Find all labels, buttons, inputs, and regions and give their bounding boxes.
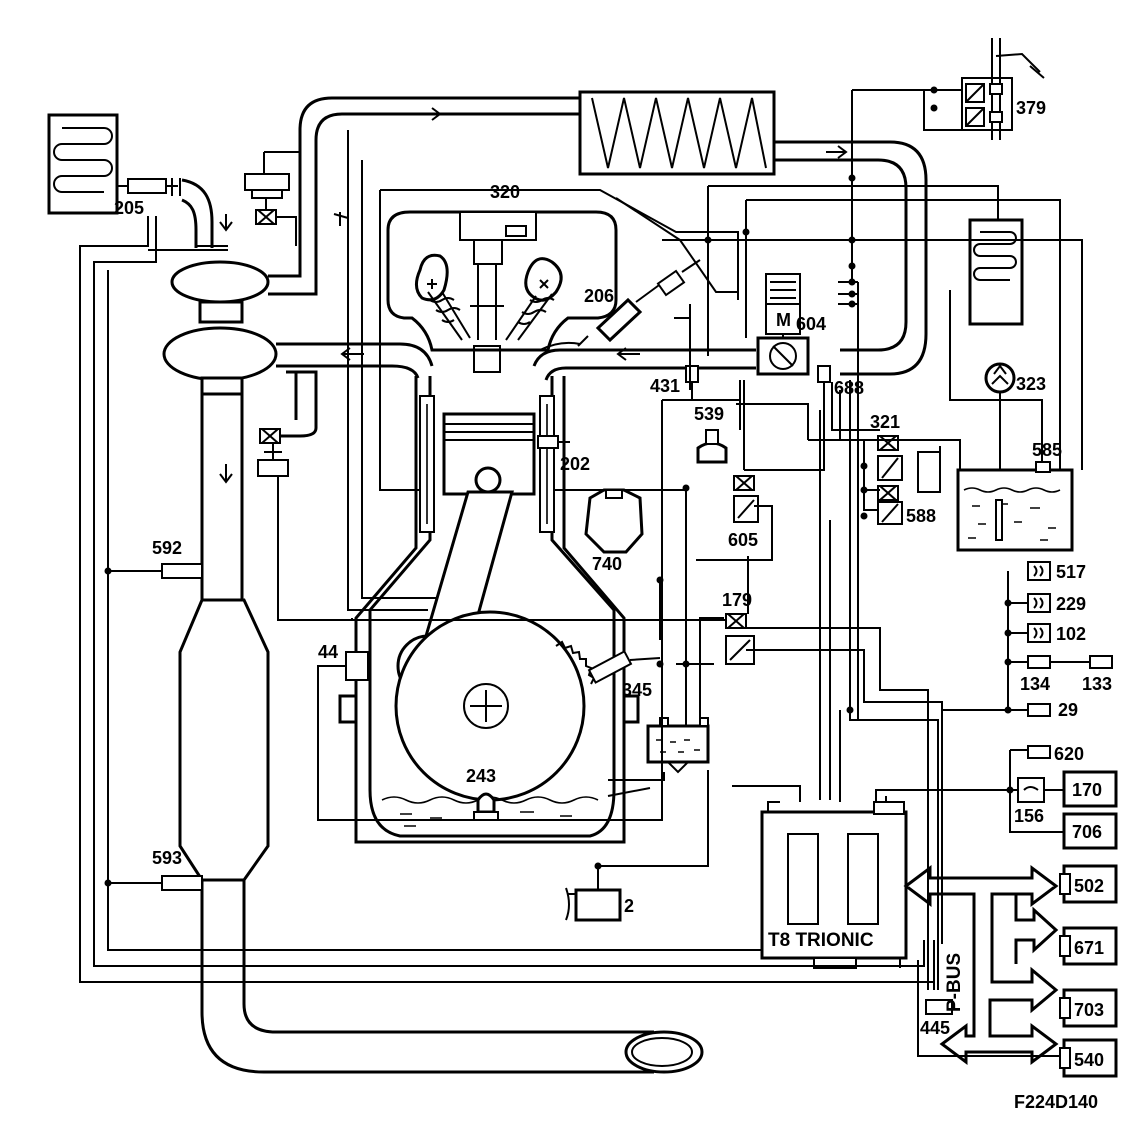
label-320: 320 [490,182,520,202]
oil-pressure-sensor [473,792,499,821]
label-431: 431 [650,376,680,396]
charge-pressure-sensor [584,488,644,554]
sensor-688 [817,365,831,383]
label-321: 321 [870,412,900,432]
charge-pipe-to-intercooler [268,96,580,296]
crankshaft-position-sensor [587,650,661,684]
ecu-label: T8 TRIONIC [768,930,874,951]
label-170: 170 [1072,780,1102,800]
label-605: 605 [728,530,758,550]
component-labels: 205 320 379 206 604 323 431 688 539 321 … [114,98,1112,1112]
label-202: 202 [560,454,590,474]
flow-arrow [826,145,848,159]
exhaust-manifold [276,342,434,379]
sensor-431 [685,365,699,383]
label-588: 588 [906,506,936,526]
flow-arrow [219,214,233,232]
label-205: 205 [114,198,144,218]
relay-box [1007,561,1113,833]
flow-arrow [616,347,640,361]
label-688: 688 [834,378,864,398]
fuel-tank [956,461,1074,552]
label-585: 585 [1032,440,1062,460]
label-102: 102 [1056,624,1086,644]
label-740: 740 [592,554,622,574]
label-323: 323 [1016,374,1046,394]
valve-605 [733,475,759,523]
label-29: 29 [1058,700,1078,720]
label-706: 706 [1072,822,1102,842]
p-bus-label: P-BUS [944,953,965,1012]
label-604: 604 [796,314,826,334]
exhaust-system [148,394,704,1074]
intake-pipe-to-compressor [181,178,214,248]
label-243: 243 [466,766,496,786]
label-502: 502 [1074,876,1104,896]
intercooler [578,90,776,176]
label-620: 620 [1054,744,1084,764]
fuel-pump [984,362,1016,394]
flow-arrow [420,107,442,121]
flow-arrow [340,347,364,361]
label-44: 44 [318,642,338,662]
turbo-turbine [162,326,278,396]
label-517: 517 [1056,562,1086,582]
bypass-valve [244,173,297,246]
evap-canister [646,717,710,774]
valve-179 [725,613,755,665]
lambda-sensor-post [148,875,203,891]
coolant-temp-sensor [345,651,369,681]
ecu-t8-trionic [760,801,908,969]
svg-text:M: M [776,310,791,330]
p-bus [903,865,1059,1065]
label-539: 539 [694,404,724,424]
wastegate-actuator [257,370,318,477]
label-134: 134 [1020,674,1050,694]
label-592: 592 [152,538,182,558]
turbo-compressor [170,260,270,324]
label-703: 703 [1074,1000,1104,1020]
valve-321-588 [877,435,941,525]
wiring [79,89,1083,990]
injector [539,259,701,351]
throttle-body: M [756,273,810,376]
label-156: 156 [1014,806,1044,826]
label-179: 179 [722,590,752,610]
label-445: 445 [920,1018,950,1038]
label-540: 540 [1074,1050,1104,1070]
junction-dots [104,86,1014,887]
charge-pipe-to-throttle [774,140,928,376]
mass-air-flow-sensor [117,178,181,196]
label-206: 206 [584,286,614,306]
label-345: 345 [622,680,652,700]
label-593: 593 [152,848,182,868]
diagram-code: F224D140 [1014,1092,1098,1112]
knock-sensor [537,435,570,449]
sensor-539 [696,429,728,464]
label-2: 2 [624,896,634,916]
label-133: 133 [1082,674,1112,694]
label-379: 379 [1016,98,1046,118]
label-229: 229 [1056,594,1086,614]
relay-2 [565,866,622,922]
intake-manifold [532,348,756,381]
air-filter [47,113,119,215]
accelerator-pedal-sensor [961,38,1045,140]
label-671: 671 [1074,938,1104,958]
fuel-filter [968,218,1024,326]
module-boxes [917,770,1118,1078]
engine-block [338,210,640,844]
lambda-sensor-pre [148,563,203,579]
